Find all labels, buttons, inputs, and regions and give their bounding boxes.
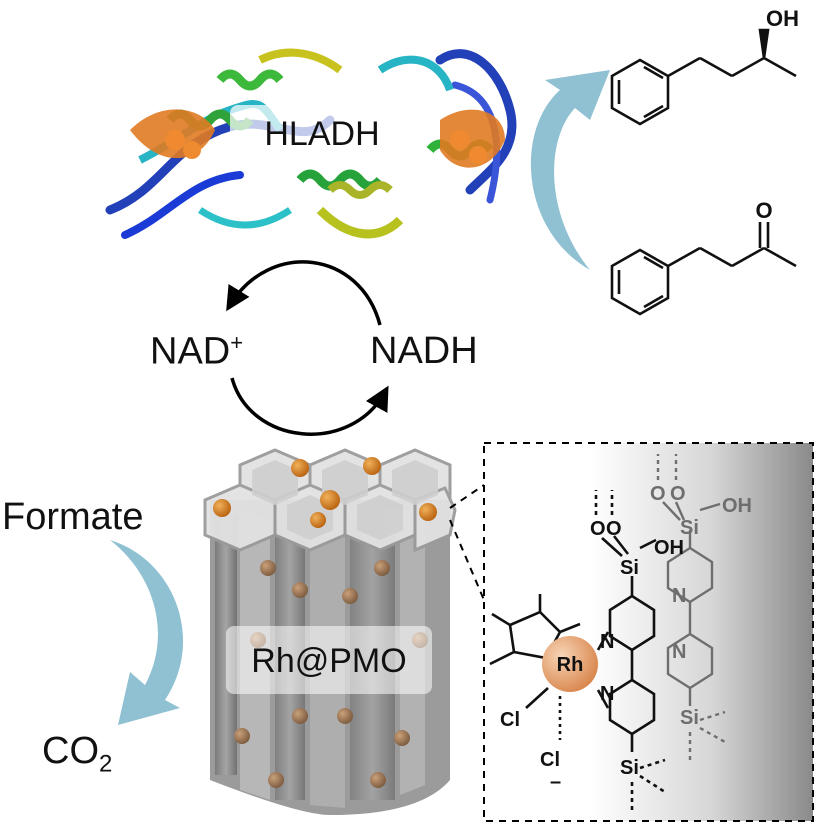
nad-base: NAD — [150, 330, 231, 373]
pmo-framework: Rh@PMO — [203, 448, 457, 815]
catalyst-label: Rh@PMO — [251, 642, 406, 680]
nitrogen-label-2: N — [600, 683, 614, 705]
gray-oxygen-label-1: O — [650, 483, 666, 505]
zoom-line-bottom — [449, 519, 485, 601]
gray-nitrogen-label-1: N — [672, 585, 686, 607]
oxygen-label-2: O — [606, 518, 622, 540]
gray-nitrogen-label-2: N — [672, 641, 686, 663]
gray-silicon-label-top: Si — [680, 517, 699, 539]
nad-oxidized-label: NAD+ — [150, 330, 243, 374]
silicon-label-bottom: Si — [620, 757, 639, 779]
ketone-molecule — [610, 222, 797, 316]
protein-structure: HLADH — [105, 48, 517, 239]
conversion-arrow — [530, 70, 610, 270]
formate-oxidation-arrow — [110, 540, 184, 725]
molecular-zoom-inset: O O Si OH N N Si — [483, 442, 814, 822]
co2-label: CO2 — [42, 730, 112, 779]
co2-subscript: 2 — [99, 750, 113, 778]
gray-oxygen-label-2: O — [670, 483, 686, 505]
hydroxyl-label-inset: OH — [654, 537, 684, 559]
silicon-label-top: Si — [620, 557, 639, 579]
gray-silicon-label-bottom: Si — [680, 707, 699, 729]
chloride-label-1: Cl — [500, 709, 520, 731]
nitrogen-label-1: N — [600, 631, 614, 653]
oxidation-arc-arrow — [226, 260, 382, 326]
rhodium-center — [542, 636, 598, 692]
nadh-label: NADH — [370, 330, 478, 372]
rhodium-label: Rh — [557, 654, 584, 676]
nad-charge: + — [230, 330, 244, 355]
carbonyl-oxygen-label: O — [755, 198, 772, 223]
hydroxyl-label: OH — [766, 6, 799, 31]
co2-base: CO — [42, 730, 99, 772]
reduction-arc-arrow — [230, 377, 389, 436]
rhodium-particles — [213, 457, 437, 788]
oxygen-label-1: O — [590, 518, 606, 540]
gray-hydroxyl-label: OH — [722, 495, 752, 517]
chloride-label-2: Cl — [540, 749, 560, 771]
alcohol-molecule — [610, 28, 797, 126]
zoom-line-top — [449, 484, 485, 509]
chloride-charge: – — [550, 771, 561, 793]
enzyme-label: HLADH — [264, 115, 379, 153]
formate-label: Formate — [2, 496, 144, 538]
